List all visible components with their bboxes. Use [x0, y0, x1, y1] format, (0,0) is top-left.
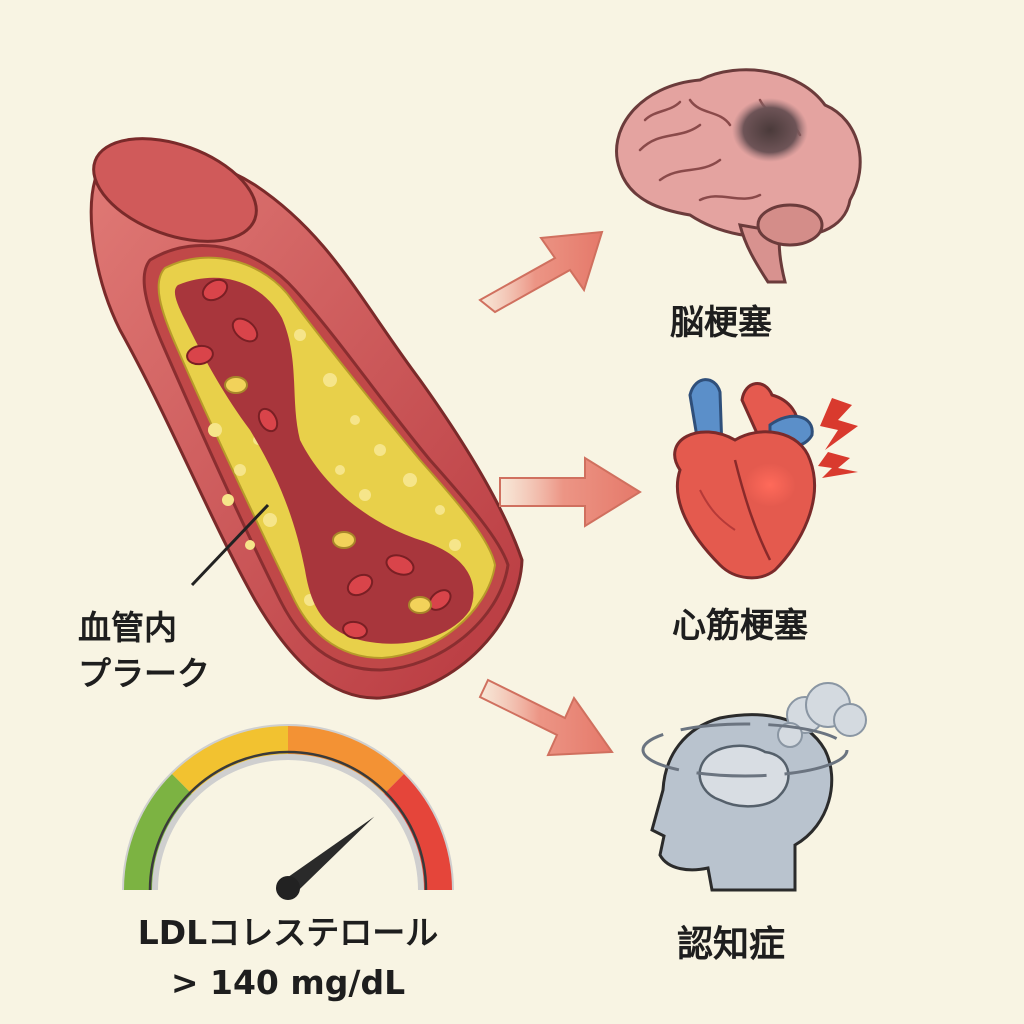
ldl-threshold: > 140 mg/dL — [170, 963, 406, 1002]
head-fog-icon — [641, 682, 867, 892]
arrow-to-stroke — [478, 230, 604, 314]
plaque-label-line1: 血管内 — [78, 608, 177, 647]
arrow-to-heart — [499, 456, 642, 528]
ldl-label: LDLコレステロール > 140 mg/dL — [118, 908, 458, 1008]
blood-vessel — [89, 137, 524, 700]
heart-icon — [673, 378, 816, 580]
stroke-label: 脳梗塞 — [670, 303, 772, 343]
ldl-title: LDLコレステロール — [137, 913, 439, 952]
plaque-label: 血管内 プラーク — [78, 605, 210, 697]
dementia-label: 認知症 — [677, 924, 786, 965]
arrow-to-dementia — [478, 678, 614, 757]
plaque-label-line2: プラーク — [78, 654, 210, 693]
pain-lightning-icon — [818, 398, 858, 478]
heart-attack-label: 心筋梗塞 — [672, 606, 808, 646]
ldl-gauge — [122, 724, 454, 900]
plaque-pointer-line — [190, 503, 270, 587]
brain-icon — [615, 68, 862, 284]
